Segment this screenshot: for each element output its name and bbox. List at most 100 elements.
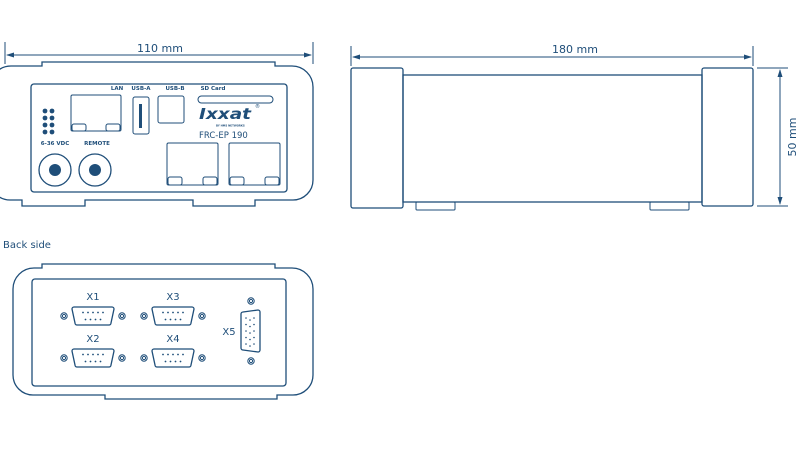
pin: [162, 311, 164, 314]
pin: [94, 318, 97, 321]
screw-hole: [61, 313, 67, 319]
pin: [182, 353, 184, 356]
screw-icon: [140, 312, 148, 320]
screw-hole: [248, 298, 254, 304]
pin: [253, 343, 255, 345]
front-housing: [0, 61, 314, 207]
pin: [89, 360, 92, 363]
connector-label: X4: [166, 334, 179, 345]
usb-b-port: [157, 95, 185, 124]
screw-icon: [60, 312, 68, 320]
pin: [177, 353, 179, 356]
screw-icon: [60, 354, 68, 362]
connector-label: X5: [222, 327, 235, 338]
screw-icon: [118, 312, 126, 320]
sd-card-label: SD Card: [201, 86, 226, 92]
pin: [89, 318, 92, 321]
width-dimension-label: 110 mm: [137, 42, 183, 55]
side-body: [402, 74, 703, 203]
lan-label: LAN: [111, 86, 124, 92]
back-housing: [12, 263, 314, 400]
screw-icon: [198, 354, 206, 362]
power-label: 6-36 VDC: [41, 141, 70, 147]
pin: [102, 311, 104, 314]
power-connector: [38, 153, 72, 187]
back-side-title: Back side: [3, 240, 51, 251]
model-label: FRC-EP 190: [199, 131, 248, 141]
connector-shell: [151, 348, 195, 368]
screw-hole: [199, 355, 205, 361]
pin: [99, 318, 102, 321]
screw-icon: [198, 312, 206, 320]
screw-icon: [140, 354, 148, 362]
pin: [249, 319, 251, 321]
db9-connector-x3: X3: [140, 292, 206, 326]
height-dimension-label: 50 mm: [786, 118, 799, 157]
pin: [174, 318, 177, 321]
brand-subtitle: BY HMS NETWORKS: [216, 124, 245, 128]
db9-connector-x2: X2: [60, 334, 126, 368]
screw-hole: [199, 313, 205, 319]
screw-hole: [141, 355, 147, 361]
pin: [92, 311, 94, 314]
pin: [245, 343, 247, 345]
pin: [174, 360, 177, 363]
pin: [172, 311, 174, 314]
pin: [253, 330, 255, 332]
led-indicators: [42, 108, 55, 135]
pin: [245, 330, 247, 332]
pin: [253, 323, 255, 326]
pin: [249, 332, 251, 334]
pin: [87, 353, 89, 356]
connector-label: X1: [86, 292, 99, 303]
pin: [167, 353, 169, 356]
pin: [164, 318, 167, 321]
pin: [169, 318, 172, 321]
pin: [87, 311, 89, 314]
pin: [84, 318, 87, 321]
screw-hole: [141, 313, 147, 319]
pin: [164, 360, 167, 363]
pin: [245, 336, 247, 339]
hd15-connector-x5: X5: [222, 297, 261, 365]
right-end-cap: [701, 67, 754, 207]
screw-icon: [247, 357, 255, 365]
remote-label: REMOTE: [84, 141, 110, 147]
side-view: 180 mm 50 mm: [350, 43, 799, 211]
pin: [82, 311, 84, 314]
db9-connector-x1: X1: [60, 292, 126, 326]
pin: [94, 360, 97, 363]
brand-name: Ixxat: [199, 105, 252, 123]
pin: [82, 353, 84, 356]
usb-a-port: [132, 96, 150, 135]
pin: [97, 353, 99, 356]
db9-connector-x4: X4: [140, 334, 206, 368]
remote-connector: [78, 153, 112, 187]
connector-label: X3: [166, 292, 179, 303]
connector-label: X2: [86, 334, 99, 345]
pin: [249, 325, 251, 328]
connector-shell: [71, 306, 115, 326]
pin: [253, 336, 255, 339]
pin: [245, 317, 247, 319]
pin: [172, 353, 174, 356]
pin: [249, 338, 251, 341]
registered-mark: ®: [255, 103, 260, 110]
sd-card-slot: [197, 95, 274, 104]
pin: [97, 311, 99, 314]
screw-hole: [119, 313, 125, 319]
lan-port: [70, 94, 122, 132]
pin: [249, 345, 251, 347]
front-panel: [30, 83, 288, 193]
foot: [415, 201, 456, 211]
left-end-cap: [350, 67, 404, 209]
front-view: 110 mm LAN USB-A USB-B SD Card Ixxat ® B…: [0, 42, 314, 207]
pin: [182, 311, 184, 314]
screw-hole: [61, 355, 67, 361]
usb-b-label: USB-B: [165, 86, 184, 92]
length-dimension-label: 180 mm: [552, 43, 598, 56]
pin: [162, 353, 164, 356]
